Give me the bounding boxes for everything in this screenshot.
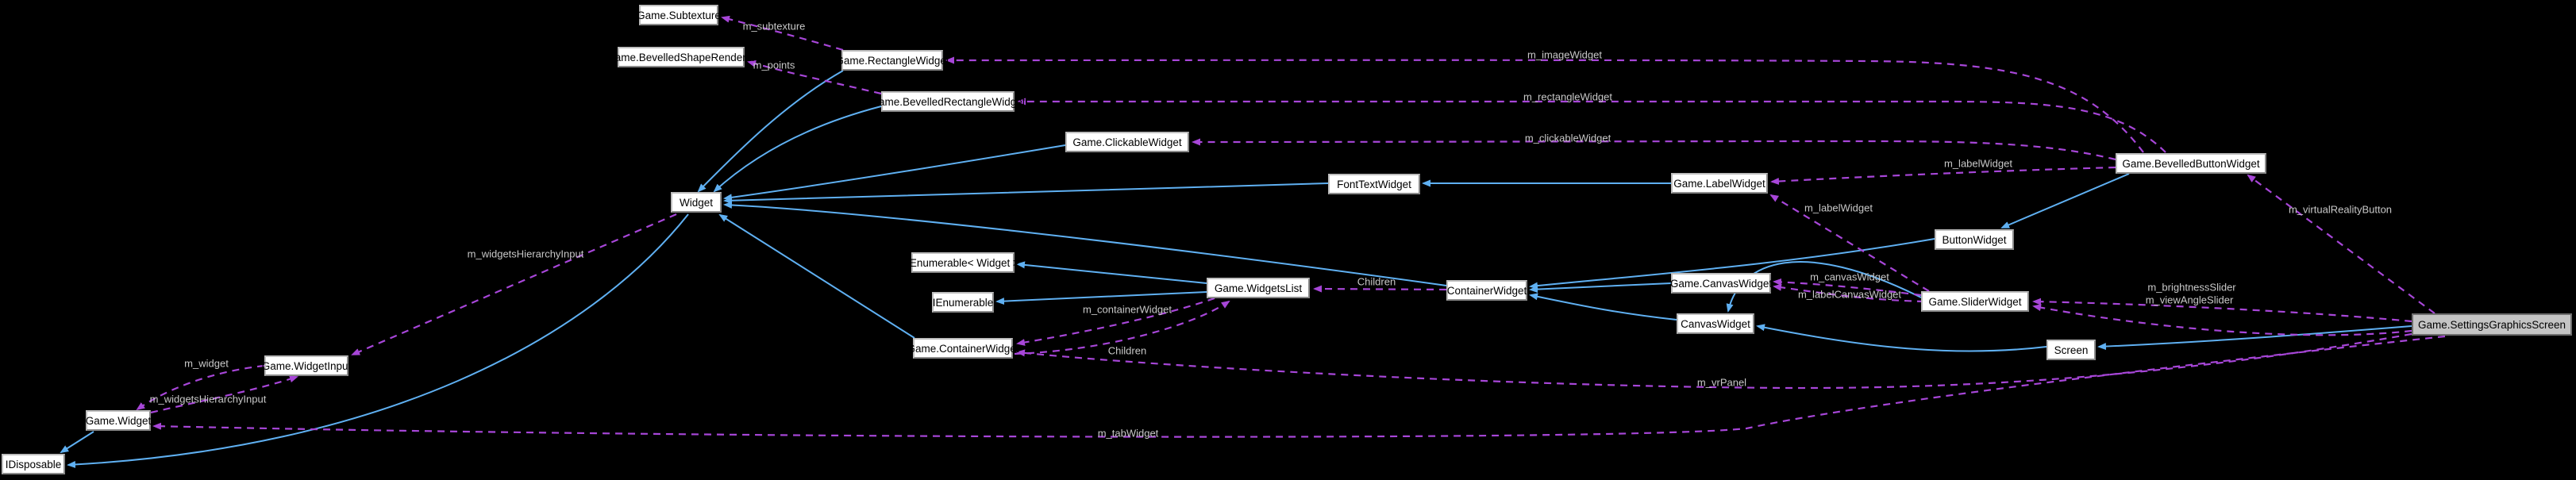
edge-widget-idisposable [67,213,689,469]
node-buttonwidget[interactable]: ButtonWidget [1935,229,2014,250]
node-gamecanvaswidget[interactable]: Game.CanvasWidget [1670,273,1772,294]
edge-sliderwidget-labelwidget [1769,194,1930,292]
node-subtexture[interactable]: Game.Subtexture [637,5,721,25]
node-sliderwidget[interactable]: Game.SliderWidget [1921,291,2029,312]
edge-label-bevelledbuttonwidget-bevelledrectanglewidget: m_rectangleWidget [1523,90,1612,103]
node-ienumerablewidget[interactable]: IEnumerable< Widget > [907,252,1019,273]
edge-containerwidget-widgetslist [1313,285,1447,293]
node-bevelledrectanglewidget[interactable]: Game.BevelledRectangleWidget [870,91,1026,112]
edge-label-settingsgraphicsscreen-gamecontainerwidget: m_vrPanel [1696,376,1747,389]
edge-label-bevelledrectanglewidget-bevelledshaperenderer: m_points [753,59,795,71]
edge-label-settingsgraphicsscreen-sliderwidget-1: m_brightnessSlider [2147,281,2236,294]
edge-bevelledrectanglewidget-widget [713,106,882,193]
node-containerwidget[interactable]: ContainerWidget [1446,280,1527,301]
edge-label-gamewidget-widgetinput: m_widgetsHierarchyInput [149,393,267,405]
edge-label-bevelledbuttonwidget-clickablewidget: m_clickableWidget [1524,132,1611,144]
node-rectanglewidget[interactable]: Game.RectangleWidget [835,50,949,71]
node-clickablewidget[interactable]: Game.ClickableWidget [1065,132,1189,152]
edge-label-settingsgraphicsscreen-bevelledbuttonwidget: m_virtualRealityButton [2288,203,2393,216]
node-settingsgraphicsscreen: Game.SettingsGraphicsScreen [2412,313,2572,336]
node-widgetslist[interactable]: Game.WidgetsList [1207,278,1310,298]
node-fonttextwidget[interactable]: FontTextWidget [1328,174,1420,194]
node-idisposable[interactable]: IDisposable [2,454,65,474]
edge-widgetslist-ienumerablewidget [1016,261,1207,284]
edge-settingsgraphicsscreen-bevelledbuttonwidget [2247,174,2435,314]
node-gamecontainerwidget[interactable]: Game.ContainerWidget [907,338,1019,359]
edge-bevelledrectanglewidget-bevelledshaperenderer [747,60,882,95]
node-widgetinput[interactable]: Game.WidgetInput [262,355,351,376]
edge-screen-canvaswidget [1756,324,2047,352]
edge-gamewidget-widgetinput [150,375,298,414]
edge-sliderwidget-gamecanvaswidget-1 [1773,278,1922,297]
edge-canvaswidget-containerwidget [1529,293,1677,321]
edge-label-sliderwidget-labelwidget: m_labelWidget [1804,202,1873,214]
node-gamewidget[interactable]: Game.Widget [86,410,151,431]
edge-rectanglewidget-subtexture [721,15,844,52]
edge-settingsgraphicsscreen-gamecontainerwidget [1016,332,2412,390]
edge-bevelledbuttonwidget-labelwidget [1770,166,2116,186]
edge-buttonwidget-containerwidget [1529,238,1935,290]
edge-gamecontainerwidget-widget [718,213,915,339]
edge-gamecontainerwidget-widgetslist [1014,300,1230,355]
edge-gamewidget-idisposable [60,431,94,454]
edge-settingsgraphicsscreen-screen [2097,325,2412,351]
edge-settingsgraphicsscreen-gamewidget [152,335,2446,438]
edge-label-containerwidget-widgetslist: Children [1357,275,1396,288]
edge-clickablewidget-widget [723,144,1066,202]
edge-label-widgetslist-gamecontainerwidget: m_containerWidget [1083,303,1172,316]
edge-label-bevelledbuttonwidget-labelwidget: m_labelWidget [1944,157,2012,170]
edge-widgetslist-gamecontainerwidget [1016,297,1215,346]
edge-containerwidget-widget [723,201,1447,286]
edge-widgetslist-ienumerable [995,291,1207,305]
edge-widgetinput-gamewidget [136,364,265,411]
edge-label-settingsgraphicsscreen-gamewidget: m_tabWidget [1097,427,1159,440]
edge-label-sliderwidget-gamecanvaswidget-2: m_labelCanvasWidget [1797,288,1902,301]
edge-bevelledbuttonwidget-rectanglewidget [945,56,2144,153]
node-bevelledbuttonwidget[interactable]: Game.BevelledButtonWidget [2116,153,2266,174]
node-screen[interactable]: Screen [2047,340,2096,360]
edge-settingsgraphicsscreen-sliderwidget-1 [2032,298,2412,323]
edge-widget-widgetinput [351,213,677,356]
edge-label-rectanglewidget-subtexture: m_subtexture [742,20,806,33]
edge-bevelledbuttonwidget-clickablewidget [1192,138,2116,161]
edge-bevelledbuttonwidget-bevelledrectanglewidget [1017,98,2166,153]
node-canvaswidget[interactable]: CanvasWidget [1677,313,1754,334]
edge-fonttextwidget-widget [723,182,1329,205]
node-ienumerable[interactable]: IEnumerable [932,292,994,313]
edge-label-gamecontainerwidget-widgetslist: Children [1107,344,1147,357]
edge-label-settingsgraphicsscreen-sliderwidget-2: m_viewAngleSlider [2145,294,2234,306]
node-labelwidget[interactable]: Game.LabelWidget [1671,173,1768,194]
edge-label-widgetinput-gamewidget: m_widget [184,357,229,370]
edge-settingsgraphicsscreen-sliderwidget-2 [2032,304,2412,336]
edge-label-sliderwidget-gamecanvaswidget-1: m_canvasWidget [1810,271,1889,283]
edge-rectanglewidget-widget [697,70,844,193]
edge-label-widget-widgetinput: m_widgetsHierarchyInput [467,248,584,260]
edge-sliderwidget-gamecanvaswidget-2 [1773,283,1925,303]
edge-gamecanvaswidget-containerwidget [1529,282,1672,294]
node-bevelledshaperenderer[interactable]: Game.BevelledShapeRenderer [606,47,756,67]
edge-label-bevelledbuttonwidget-rectanglewidget: m_imageWidget [1527,48,1602,61]
edge-bevelledbuttonwidget-buttonwidget [2000,173,2130,228]
node-widget[interactable]: Widget [671,192,722,213]
